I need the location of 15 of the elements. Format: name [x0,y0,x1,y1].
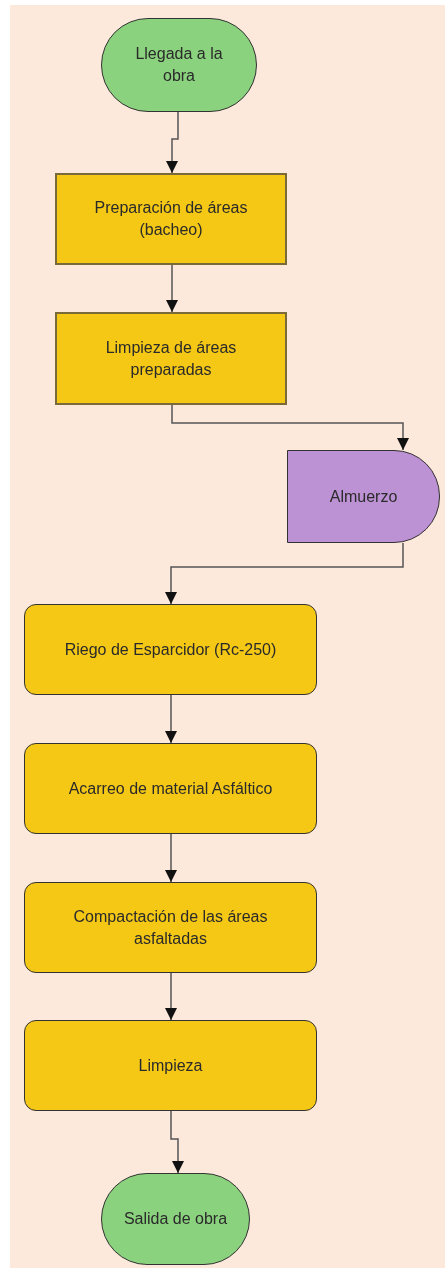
arrow [166,264,178,313]
arrow [165,694,177,744]
process-box: Compactación de las áreas asfaltadas [24,882,317,973]
process-box: Preparación de áreas (bacheo) [55,173,287,265]
arrow [165,833,177,883]
arrow [165,542,404,605]
process-box: Acarreo de material Asfáltico [24,743,317,834]
process-box: Riego de Esparcidor (Rc-250) [24,604,317,695]
process-box: Limpieza [24,1020,317,1111]
delay-shape: Almuerzo [287,450,440,543]
arrow [170,1110,184,1174]
arrow [165,972,177,1021]
arrow [166,111,179,174]
process-box: Limpieza de áreas preparadas [55,312,287,405]
arrow [171,404,409,451]
